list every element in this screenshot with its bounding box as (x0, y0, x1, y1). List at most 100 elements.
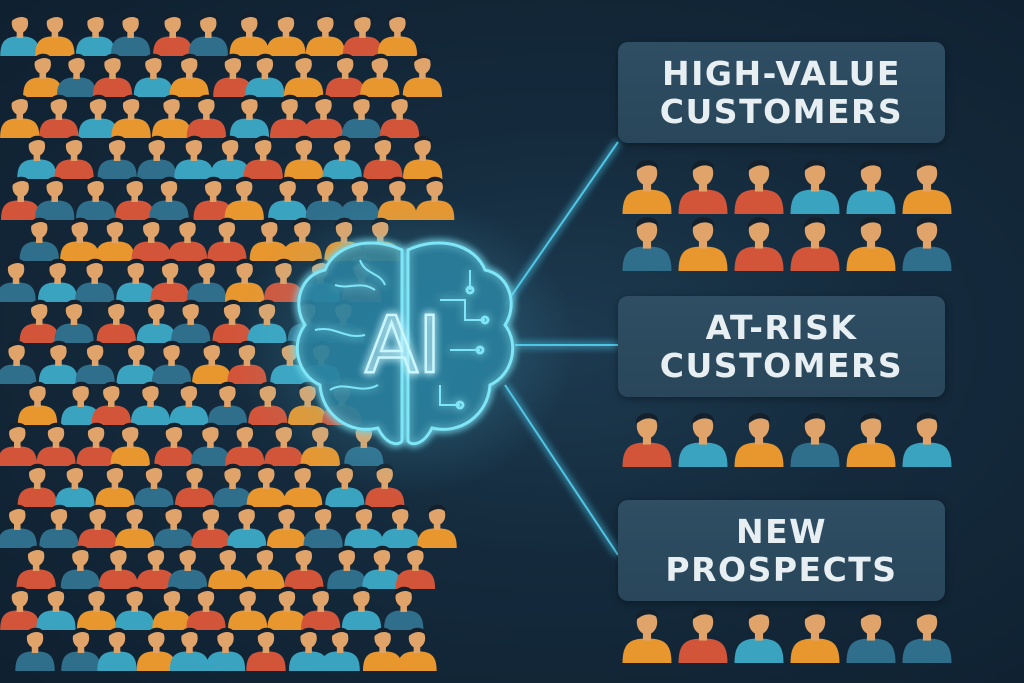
person-icon (622, 413, 672, 467)
person-icon (60, 545, 101, 589)
person-icon (363, 135, 403, 179)
person-icon (734, 160, 784, 214)
person-icon (191, 504, 231, 548)
person-icon (790, 217, 840, 271)
person-icon (362, 545, 402, 589)
person-icon (17, 463, 57, 507)
person-icon (170, 299, 211, 343)
person-icon (678, 217, 728, 271)
person-icon (61, 627, 101, 671)
segment-title-line1: AT-RISK (705, 307, 858, 347)
person-icon (39, 504, 79, 548)
person-icon (151, 94, 192, 138)
person-icon (229, 12, 269, 56)
person-icon (213, 53, 253, 97)
person-icon (38, 340, 79, 384)
person-icon (283, 53, 324, 97)
person-icon (246, 463, 286, 507)
person-icon (19, 299, 59, 343)
segment-title-line2: CUSTOMERS (659, 345, 904, 385)
person-icon (301, 586, 341, 630)
person-icon (207, 381, 248, 425)
person-icon (136, 299, 176, 343)
person-icon (284, 545, 324, 589)
segment-title-line2: PROSPECTS (665, 549, 898, 589)
person-icon (402, 135, 443, 179)
person-icon (678, 160, 728, 214)
person-icon (210, 135, 250, 179)
person-icon (35, 12, 75, 56)
person-icon (208, 545, 248, 589)
segment-high-value-customers: HIGH-VALUE CUSTOMERS (618, 42, 945, 143)
segment-title-line1: HIGH-VALUE (662, 53, 901, 93)
person-icon (846, 413, 896, 467)
person-icon (902, 609, 952, 663)
person-icon (110, 422, 150, 466)
person-icon (95, 463, 135, 507)
person-icon (96, 299, 136, 343)
person-icon (174, 135, 214, 179)
person-icon (397, 627, 437, 671)
person-icon (622, 217, 672, 271)
person-icon (75, 176, 116, 220)
person-icon (224, 176, 264, 220)
person-icon (35, 176, 75, 220)
person-icon (341, 586, 382, 630)
person-icon (152, 586, 192, 630)
person-icon (380, 504, 420, 548)
person-icon (846, 217, 896, 271)
segment-title-line2: CUSTOMERS (659, 91, 904, 131)
person-icon (136, 627, 176, 671)
person-icon (267, 586, 307, 630)
person-icon (384, 586, 424, 630)
person-icon (678, 609, 728, 663)
person-icon (734, 217, 784, 271)
person-icon (55, 463, 95, 507)
person-icon (846, 160, 896, 214)
person-icon (17, 381, 58, 425)
person-icon (790, 160, 840, 214)
person-icon (283, 463, 323, 507)
person-icon (110, 12, 151, 56)
person-icon (362, 627, 403, 671)
person-icon (225, 422, 265, 466)
person-icon (402, 53, 443, 97)
person-icon (622, 160, 672, 214)
person-icon (0, 94, 40, 138)
person-icon (622, 609, 672, 663)
person-icon (167, 217, 208, 261)
person-icon (190, 422, 231, 466)
person-icon (0, 422, 37, 466)
person-icon (91, 381, 131, 425)
person-icon (734, 609, 784, 663)
person-icon (1, 176, 41, 220)
person-icon (322, 135, 362, 179)
person-icon (377, 12, 418, 56)
person-icon (192, 340, 232, 384)
person-icon (902, 217, 952, 271)
person-icon (19, 217, 59, 261)
person-icon (0, 586, 40, 630)
person-icon (76, 422, 116, 466)
person-icon (115, 586, 155, 630)
person-icon (186, 94, 227, 138)
person-icon (150, 258, 190, 302)
person-icon (186, 586, 226, 630)
person-icon (267, 176, 308, 220)
person-icon (174, 463, 215, 507)
segment-new-prospects: NEW PROSPECTS (618, 500, 945, 601)
person-icon (902, 413, 952, 467)
person-icon (78, 94, 118, 138)
person-icon (137, 135, 177, 179)
person-icon (115, 504, 155, 548)
person-icon (97, 627, 137, 671)
person-icon (229, 94, 270, 138)
person-icon (0, 12, 40, 56)
person-icon (36, 586, 76, 630)
person-icon (75, 12, 116, 56)
person-icon (288, 627, 329, 671)
person-icon (116, 258, 156, 302)
person-icon (153, 12, 193, 56)
person-icon (207, 217, 247, 261)
person-icon (734, 413, 784, 467)
